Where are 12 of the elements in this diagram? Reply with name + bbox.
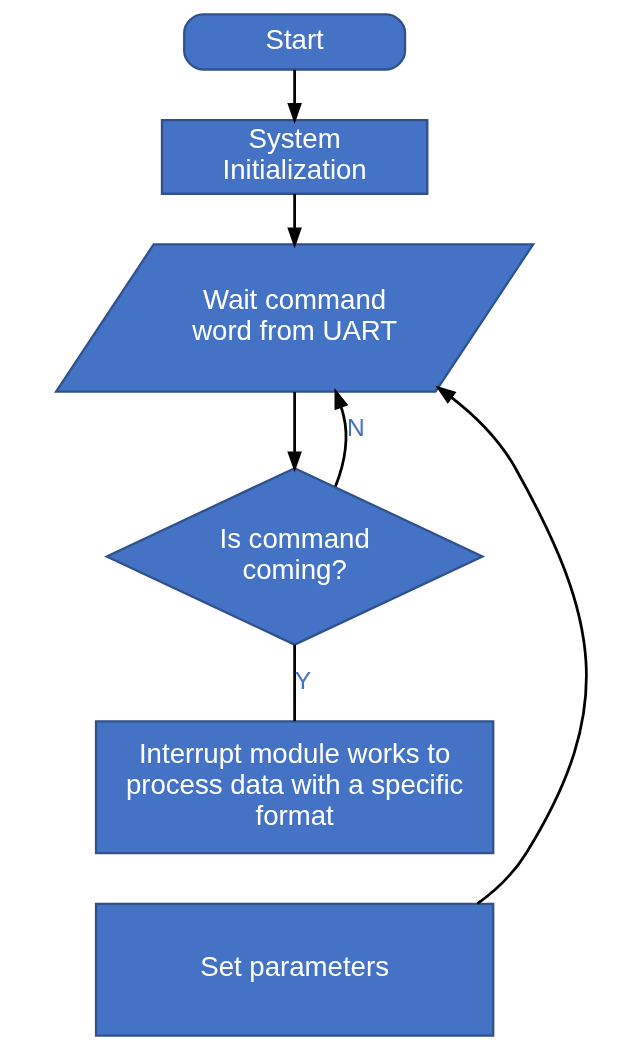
node-box: Start bbox=[183, 13, 407, 71]
arrow bbox=[287, 392, 302, 473]
connector bbox=[293, 644, 296, 722]
node-box: Interrupt module works to process data with a specific format bbox=[94, 720, 495, 855]
node-diamond: Is command coming? bbox=[104, 467, 486, 646]
arrow bbox=[435, 385, 588, 905]
edge-label: N bbox=[347, 413, 365, 441]
node-box: Set parameters bbox=[94, 902, 495, 1037]
node-box: System Initialization bbox=[160, 118, 429, 195]
arrow bbox=[334, 388, 349, 488]
arrow bbox=[287, 70, 302, 124]
arrow bbox=[287, 193, 302, 249]
